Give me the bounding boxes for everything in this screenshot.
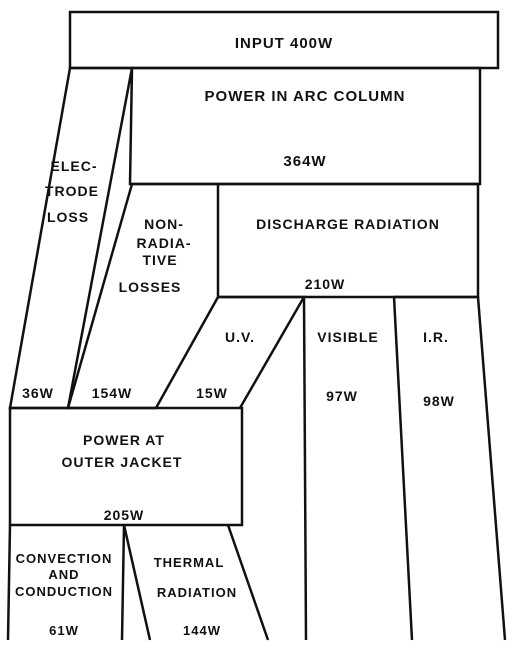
- non-radiative-line1: NON-: [144, 216, 184, 232]
- thermal-radiation-value: 144W: [183, 623, 221, 638]
- non-radiative-line3: TIVE: [142, 252, 177, 268]
- electrode-loss-line2: TRODE: [45, 183, 99, 199]
- uv-value: 15W: [196, 385, 228, 401]
- electrode-loss-line1: ELEC-: [51, 158, 98, 174]
- ir-channel: [394, 295, 507, 641]
- electrode-loss-line3: LOSS: [47, 209, 89, 225]
- convection-value: 61W: [49, 623, 79, 638]
- outer-jacket-value: 205W: [104, 507, 145, 523]
- discharge-radiation-value: 210W: [305, 276, 346, 292]
- outer-jacket-box: [8, 406, 244, 527]
- discharge-radiation-box: [218, 182, 480, 299]
- uv-label: U.V.: [225, 329, 255, 345]
- ir-value: 98W: [423, 393, 455, 409]
- arc-column-box: [128, 66, 482, 186]
- non-radiative-line4: LOSSES: [119, 279, 182, 295]
- outer-jacket-line2: OUTER JACKET: [62, 454, 183, 470]
- arc-column-label: POWER IN ARC COLUMN: [205, 88, 406, 105]
- electrode-loss-value: 36W: [22, 385, 54, 401]
- convection-channel: [6, 524, 126, 641]
- electrode-loss-shape: [8, 66, 134, 410]
- visible-value: 97W: [326, 388, 358, 404]
- arc-column-value: 364W: [283, 153, 326, 170]
- input-label: INPUT 400W: [235, 35, 333, 52]
- thermal-radiation-line2: RADIATION: [157, 585, 237, 600]
- non-radiative-shape: [66, 182, 220, 410]
- thermal-radiation-line1: THERMAL: [154, 555, 225, 570]
- convection-line2: AND: [48, 567, 79, 582]
- non-radiative-line2: RADIA-: [137, 235, 192, 251]
- non-radiative-value: 154W: [92, 385, 133, 401]
- thermal-radiation-channel: [122, 524, 270, 641]
- visible-label: VISIBLE: [317, 329, 378, 345]
- diagram-lines: [6, 10, 507, 641]
- discharge-radiation-label: DISCHARGE RADIATION: [256, 216, 440, 232]
- outer-jacket-line1: POWER AT: [83, 432, 165, 448]
- convection-line1: CONVECTION: [16, 551, 113, 566]
- ir-label: I.R.: [423, 329, 449, 345]
- uv-branch: [218, 295, 307, 409]
- convection-line3: CONDUCTION: [15, 584, 113, 599]
- visible-channel: [302, 296, 414, 641]
